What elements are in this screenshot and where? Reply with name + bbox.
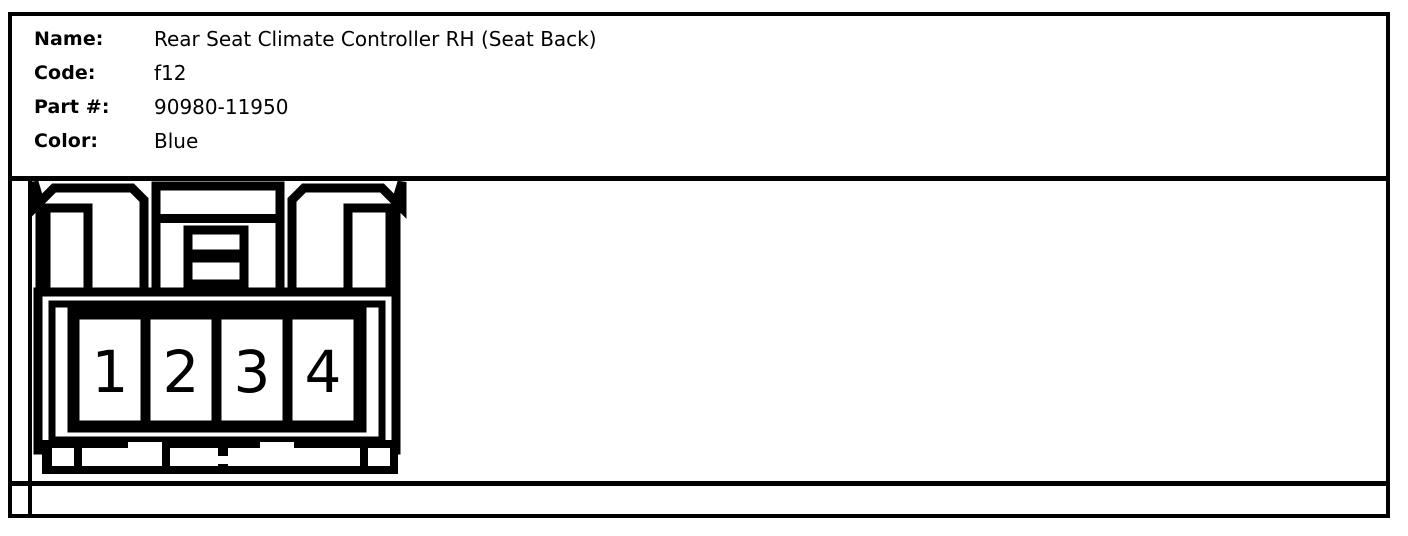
connector-diagram: 1 2 3 4: [32, 180, 412, 480]
center-latch-window-lower: [183, 253, 249, 289]
divider-above-footer: [8, 481, 1390, 486]
pin-cavity-3: 3: [214, 312, 290, 428]
foot-slot-5: [294, 448, 360, 466]
connector-upper-shroud: [32, 180, 407, 303]
pin-cavity-1-number: 1: [92, 338, 129, 406]
connector-drawing-svg: 1 2 3 4: [32, 180, 407, 474]
info-row-color: Color: Blue: [34, 124, 1234, 158]
foot-slot-end-left: [52, 448, 74, 466]
info-value-name: Rear Seat Climate Controller RH (Seat Ba…: [154, 27, 597, 51]
pin-cavity-4-number: 4: [305, 338, 342, 406]
right-tab-outline: [287, 180, 407, 303]
pin-cavity-4: 4: [285, 312, 361, 428]
pin-cavity-block: 1 2 3 4: [67, 307, 367, 433]
info-row-code: Code: f12: [34, 56, 1234, 90]
connector-bottom-foot: [42, 440, 398, 474]
info-label-code: Code:: [34, 62, 96, 84]
pin-cavity-1: 1: [72, 312, 148, 428]
info-row-part-number: Part #: 90980-11950: [34, 90, 1234, 124]
info-value-part-number: 90980-11950: [154, 95, 289, 119]
divider-under-info: [8, 176, 1390, 181]
center-latch-bar: [156, 214, 280, 223]
divider-diagram-cell-left: [28, 176, 32, 518]
info-label-name: Name:: [34, 28, 104, 50]
info-value-code: f12: [154, 61, 187, 85]
pin-cavity-3-box: [214, 312, 290, 428]
info-label-part-number: Part #:: [34, 96, 110, 118]
pin-cavity-4-box: [285, 312, 361, 428]
connector-info-block: Name: Rear Seat Climate Controller RH (S…: [34, 22, 1234, 158]
info-row-name: Name: Rear Seat Climate Controller RH (S…: [34, 22, 1234, 56]
foot-notch-1: [128, 442, 162, 450]
foot-slot-3: [194, 456, 254, 464]
foot-slot-end-right: [368, 448, 390, 466]
left-tab-slot: [41, 203, 93, 299]
foot-slot-4: [228, 448, 306, 466]
info-value-color: Blue: [154, 129, 199, 153]
pin-cavity-3-number: 3: [234, 338, 271, 406]
pin-cavity-2: 2: [143, 312, 219, 428]
center-latch-window-upper: [183, 225, 249, 259]
left-tab-outline: [32, 180, 149, 303]
foot-notch-2: [260, 442, 294, 450]
foot-slot-1: [82, 448, 162, 466]
right-tab-slot: [343, 203, 395, 299]
pin-cavity-2-number: 2: [163, 338, 200, 406]
info-label-color: Color:: [34, 130, 99, 152]
